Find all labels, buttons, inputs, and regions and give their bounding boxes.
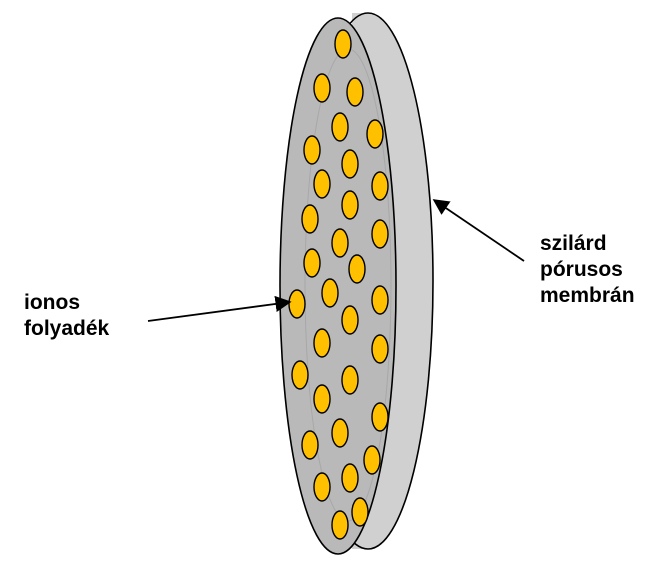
pore: [302, 205, 318, 233]
pore: [332, 229, 348, 257]
pore: [342, 306, 358, 334]
pore: [314, 473, 330, 501]
pore: [372, 403, 388, 431]
label-membrane: szilárd pórusos membrán: [540, 231, 635, 309]
pore: [302, 431, 318, 459]
label-membrane-line-3: membrán: [540, 283, 635, 309]
pore: [347, 78, 363, 106]
label-ionic-liquid: ionos folyadék: [24, 290, 109, 342]
pore: [335, 30, 351, 58]
pore: [314, 74, 330, 102]
label-ionic-liquid-line-2: folyadék: [24, 316, 109, 342]
pore: [352, 498, 368, 526]
pore: [342, 150, 358, 178]
arrow-ionic-liquid: [148, 302, 290, 321]
label-membrane-line-2: pórusos: [540, 257, 635, 283]
label-ionic-liquid-line-1: ionos: [24, 290, 109, 316]
pore: [342, 191, 358, 219]
pore: [292, 361, 308, 389]
pore: [342, 366, 358, 394]
pore: [332, 511, 348, 539]
pore: [332, 113, 348, 141]
arrow-membrane: [434, 200, 524, 261]
pore: [289, 290, 305, 318]
pore: [372, 220, 388, 248]
pore: [304, 249, 320, 277]
pore: [332, 419, 348, 447]
pore: [314, 329, 330, 357]
pore: [372, 172, 388, 200]
label-membrane-line-1: szilárd: [540, 231, 635, 257]
pore: [367, 120, 383, 148]
pore: [314, 170, 330, 198]
pore: [342, 464, 358, 492]
pore: [372, 335, 388, 363]
pore: [304, 136, 320, 164]
pore: [364, 446, 380, 474]
pore: [322, 279, 338, 307]
pore: [314, 385, 330, 413]
pore: [349, 255, 365, 283]
pore: [372, 286, 388, 314]
